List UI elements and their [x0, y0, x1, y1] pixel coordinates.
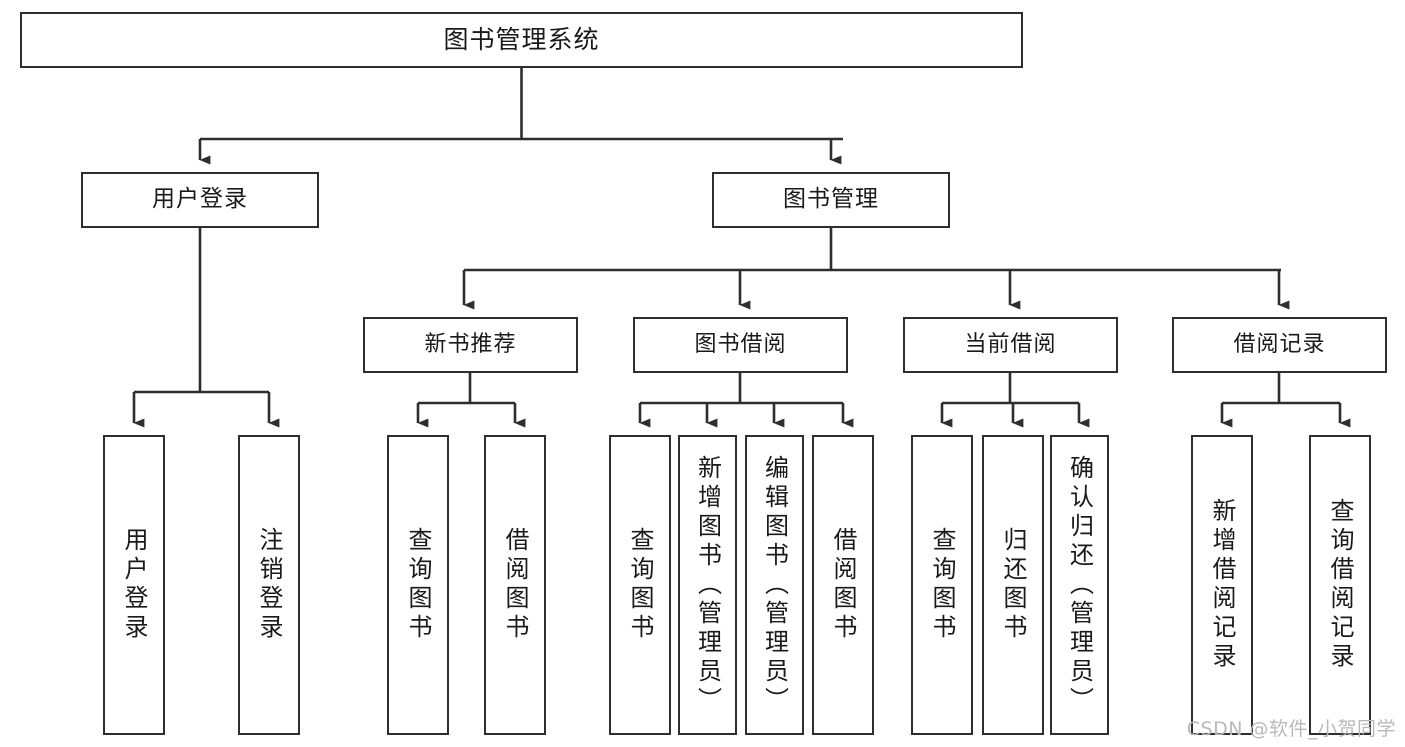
node-borrow-record-label: 借阅记录 [1233, 332, 1326, 358]
node-book-manage[interactable]: 图书管理 [712, 172, 950, 228]
edge-root-to-level1 [198, 68, 843, 165]
edge-userlogin-to-leaves [132, 228, 280, 428]
node-book-borrow[interactable]: 图书借阅 [633, 317, 848, 373]
leaf-borrow-book[interactable]: 借阅图书 [812, 435, 874, 735]
leaf-query-book-borrow[interactable]: 查询图书 [609, 435, 671, 735]
leaf-edit-book[interactable]: 编辑图书（管理员） [745, 435, 804, 735]
leaf-query-book-rec[interactable]: 查询图书 [387, 435, 449, 735]
node-root-label: 图书管理系统 [443, 25, 600, 55]
leaf-query-record-label: 查询借阅记录 [1326, 498, 1354, 672]
leaf-add-record[interactable]: 新增借阅记录 [1191, 435, 1253, 735]
leaf-user-login[interactable]: 用户登录 [103, 435, 165, 735]
leaf-query-book-current-label: 查询图书 [928, 527, 956, 643]
node-user-login-label: 用户登录 [152, 186, 248, 213]
node-new-book-rec-label: 新书推荐 [424, 332, 517, 358]
leaf-query-record[interactable]: 查询借阅记录 [1309, 435, 1371, 735]
leaf-user-logout-label: 注销登录 [255, 527, 283, 643]
leaf-borrow-book-rec-label: 借阅图书 [501, 527, 529, 643]
leaf-return-book[interactable]: 归还图书 [982, 435, 1044, 735]
node-new-book-rec[interactable]: 新书推荐 [363, 317, 578, 373]
leaf-confirm-return[interactable]: 确认归还（管理员） [1050, 435, 1109, 735]
node-borrow-record[interactable]: 借阅记录 [1172, 317, 1387, 373]
node-book-manage-label: 图书管理 [783, 186, 879, 213]
edge-borrowrecord-to-leaves [1220, 373, 1351, 428]
leaf-user-logout[interactable]: 注销登录 [238, 435, 300, 735]
leaf-query-book-rec-label: 查询图书 [404, 527, 432, 643]
leaf-user-login-label: 用户登录 [120, 527, 148, 643]
leaf-add-book-label: 新增图书（管理员） [693, 454, 722, 716]
leaf-edit-book-label: 编辑图书（管理员） [760, 454, 789, 716]
node-root[interactable]: 图书管理系统 [20, 12, 1023, 68]
node-current-borrow-label: 当前借阅 [964, 332, 1057, 358]
leaf-add-record-label: 新增借阅记录 [1208, 498, 1236, 672]
watermark-text: CSDN @软件_小贺同学 [1186, 718, 1396, 740]
leaf-borrow-book-rec[interactable]: 借阅图书 [484, 435, 546, 735]
node-user-login[interactable]: 用户登录 [81, 172, 319, 228]
node-book-borrow-label: 图书借阅 [694, 332, 787, 358]
leaf-query-book-current[interactable]: 查询图书 [911, 435, 973, 735]
edge-bookmanage-to-level2 [462, 228, 1290, 310]
edge-newbookrec-to-leaves [416, 373, 526, 428]
edge-bookborrow-to-leaves [638, 373, 854, 428]
edge-currentborrow-to-leaves [940, 373, 1090, 428]
node-current-borrow[interactable]: 当前借阅 [903, 317, 1118, 373]
leaf-query-book-borrow-label: 查询图书 [626, 527, 654, 643]
leaf-return-book-label: 归还图书 [999, 527, 1027, 643]
leaf-borrow-book-label: 借阅图书 [829, 527, 857, 643]
leaf-add-book[interactable]: 新增图书（管理员） [678, 435, 737, 735]
leaf-confirm-return-label: 确认归还（管理员） [1065, 454, 1094, 716]
